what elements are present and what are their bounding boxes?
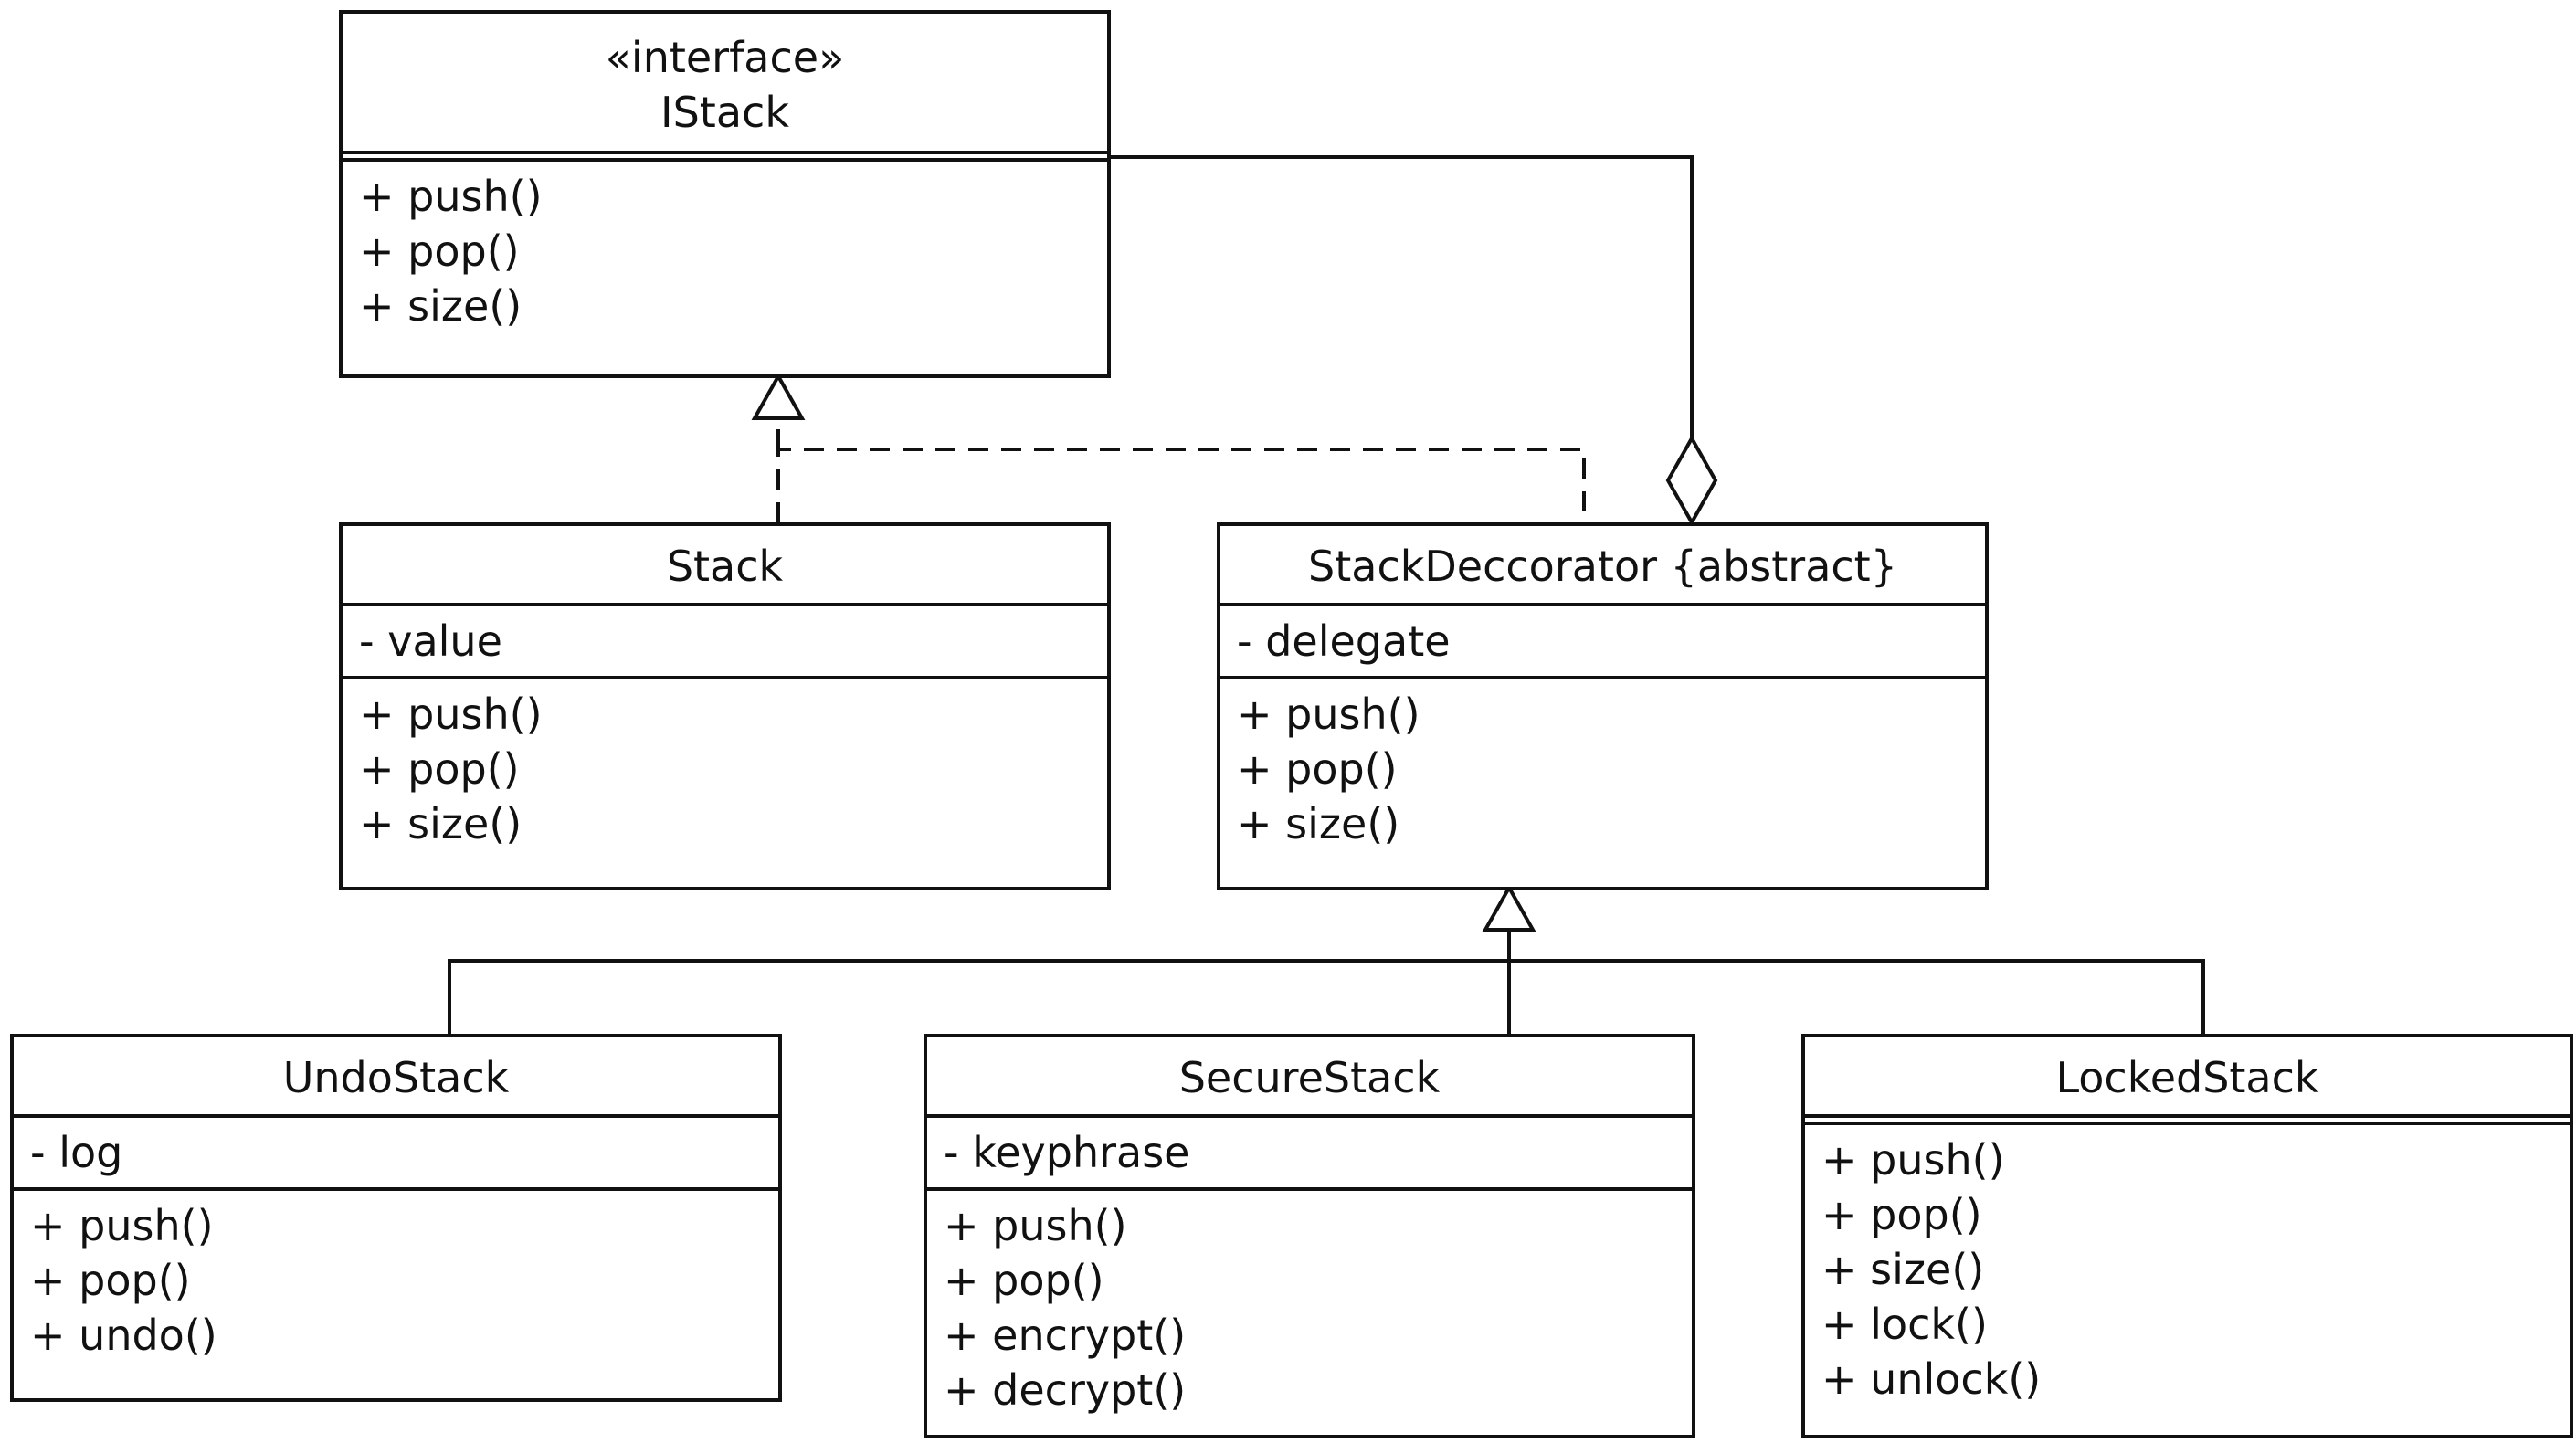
class-secure-stack-attributes: - keyphrase xyxy=(927,1114,1692,1187)
method: + size() xyxy=(359,281,523,331)
method: + push() xyxy=(359,172,543,221)
class-secure-stack-name: SecureStack xyxy=(1178,1053,1441,1102)
class-istack-methods: + push() + pop() + size() xyxy=(343,162,1107,341)
class-locked-stack-methods: + push() + pop() + size() + lock() + unl… xyxy=(1805,1125,2570,1414)
method: + push() xyxy=(1821,1135,2005,1185)
class-istack-name: IStack xyxy=(660,88,789,137)
attribute: - keyphrase xyxy=(944,1128,1190,1177)
class-stack-name: Stack xyxy=(666,542,784,591)
class-istack-empty-attributes xyxy=(343,151,1107,162)
generalization-tree xyxy=(448,930,2205,1034)
class-stack-decorator[interactable]: StackDeccorator {abstract} - delegate + … xyxy=(1217,522,1989,890)
class-stack-decorator-attributes: - delegate xyxy=(1220,603,1985,676)
class-istack-header: «interface» IStack xyxy=(343,14,1107,151)
method: + push() xyxy=(1237,690,1420,739)
realization-arrowhead xyxy=(751,372,806,420)
class-stack-decorator-name: StackDeccorator {abstract} xyxy=(1308,542,1897,591)
method: + pop() xyxy=(1821,1190,1982,1239)
realization-stack-line xyxy=(776,448,1586,522)
class-istack[interactable]: «interface» IStack + push() + pop() + si… xyxy=(339,10,1111,378)
method: + size() xyxy=(1237,799,1400,848)
class-undo-stack-attributes: - log xyxy=(14,1114,778,1187)
generalization-arrowhead xyxy=(1482,883,1536,932)
method: + size() xyxy=(1821,1245,1985,1294)
class-locked-stack[interactable]: LockedStack + push() + pop() + size() + … xyxy=(1801,1034,2573,1438)
attribute: - value xyxy=(359,616,502,666)
aggregation-line xyxy=(1109,155,1694,438)
method: + push() xyxy=(944,1201,1127,1250)
method: + decrypt() xyxy=(944,1365,1187,1415)
method: + pop() xyxy=(944,1256,1104,1305)
method: + push() xyxy=(359,690,543,739)
method: + pop() xyxy=(359,226,520,276)
method: + size() xyxy=(359,799,523,848)
attribute: - log xyxy=(30,1128,123,1177)
class-secure-stack-methods: + push() + pop() + encrypt() + decrypt() xyxy=(927,1187,1692,1425)
class-locked-stack-name: LockedStack xyxy=(2055,1053,2319,1102)
method: + lock() xyxy=(1821,1300,1988,1349)
method: + pop() xyxy=(1237,744,1398,794)
aggregation-diamond xyxy=(1665,434,1718,527)
class-undo-stack-methods: + push() + pop() + undo() xyxy=(14,1187,778,1370)
class-locked-stack-empty-attributes xyxy=(1805,1114,2570,1125)
method: + pop() xyxy=(359,744,520,794)
class-stack-attributes: - value xyxy=(343,603,1107,676)
class-istack-stereotype: «interface» xyxy=(605,33,845,82)
method: + pop() xyxy=(30,1256,191,1305)
class-stack[interactable]: Stack - value + push() + pop() + size() xyxy=(339,522,1111,890)
class-secure-stack[interactable]: SecureStack - keyphrase + push() + pop()… xyxy=(924,1034,1695,1438)
method: + push() xyxy=(30,1201,214,1250)
method: + encrypt() xyxy=(944,1311,1187,1360)
method: + undo() xyxy=(30,1311,217,1360)
class-stack-methods: + push() + pop() + size() xyxy=(343,676,1107,858)
class-undo-stack-name: UndoStack xyxy=(282,1053,510,1102)
class-undo-stack[interactable]: UndoStack - log + push() + pop() + undo(… xyxy=(10,1034,782,1402)
attribute: - delegate xyxy=(1237,616,1451,666)
class-stack-decorator-methods: + push() + pop() + size() xyxy=(1220,676,1985,858)
method: + unlock() xyxy=(1821,1354,2042,1404)
